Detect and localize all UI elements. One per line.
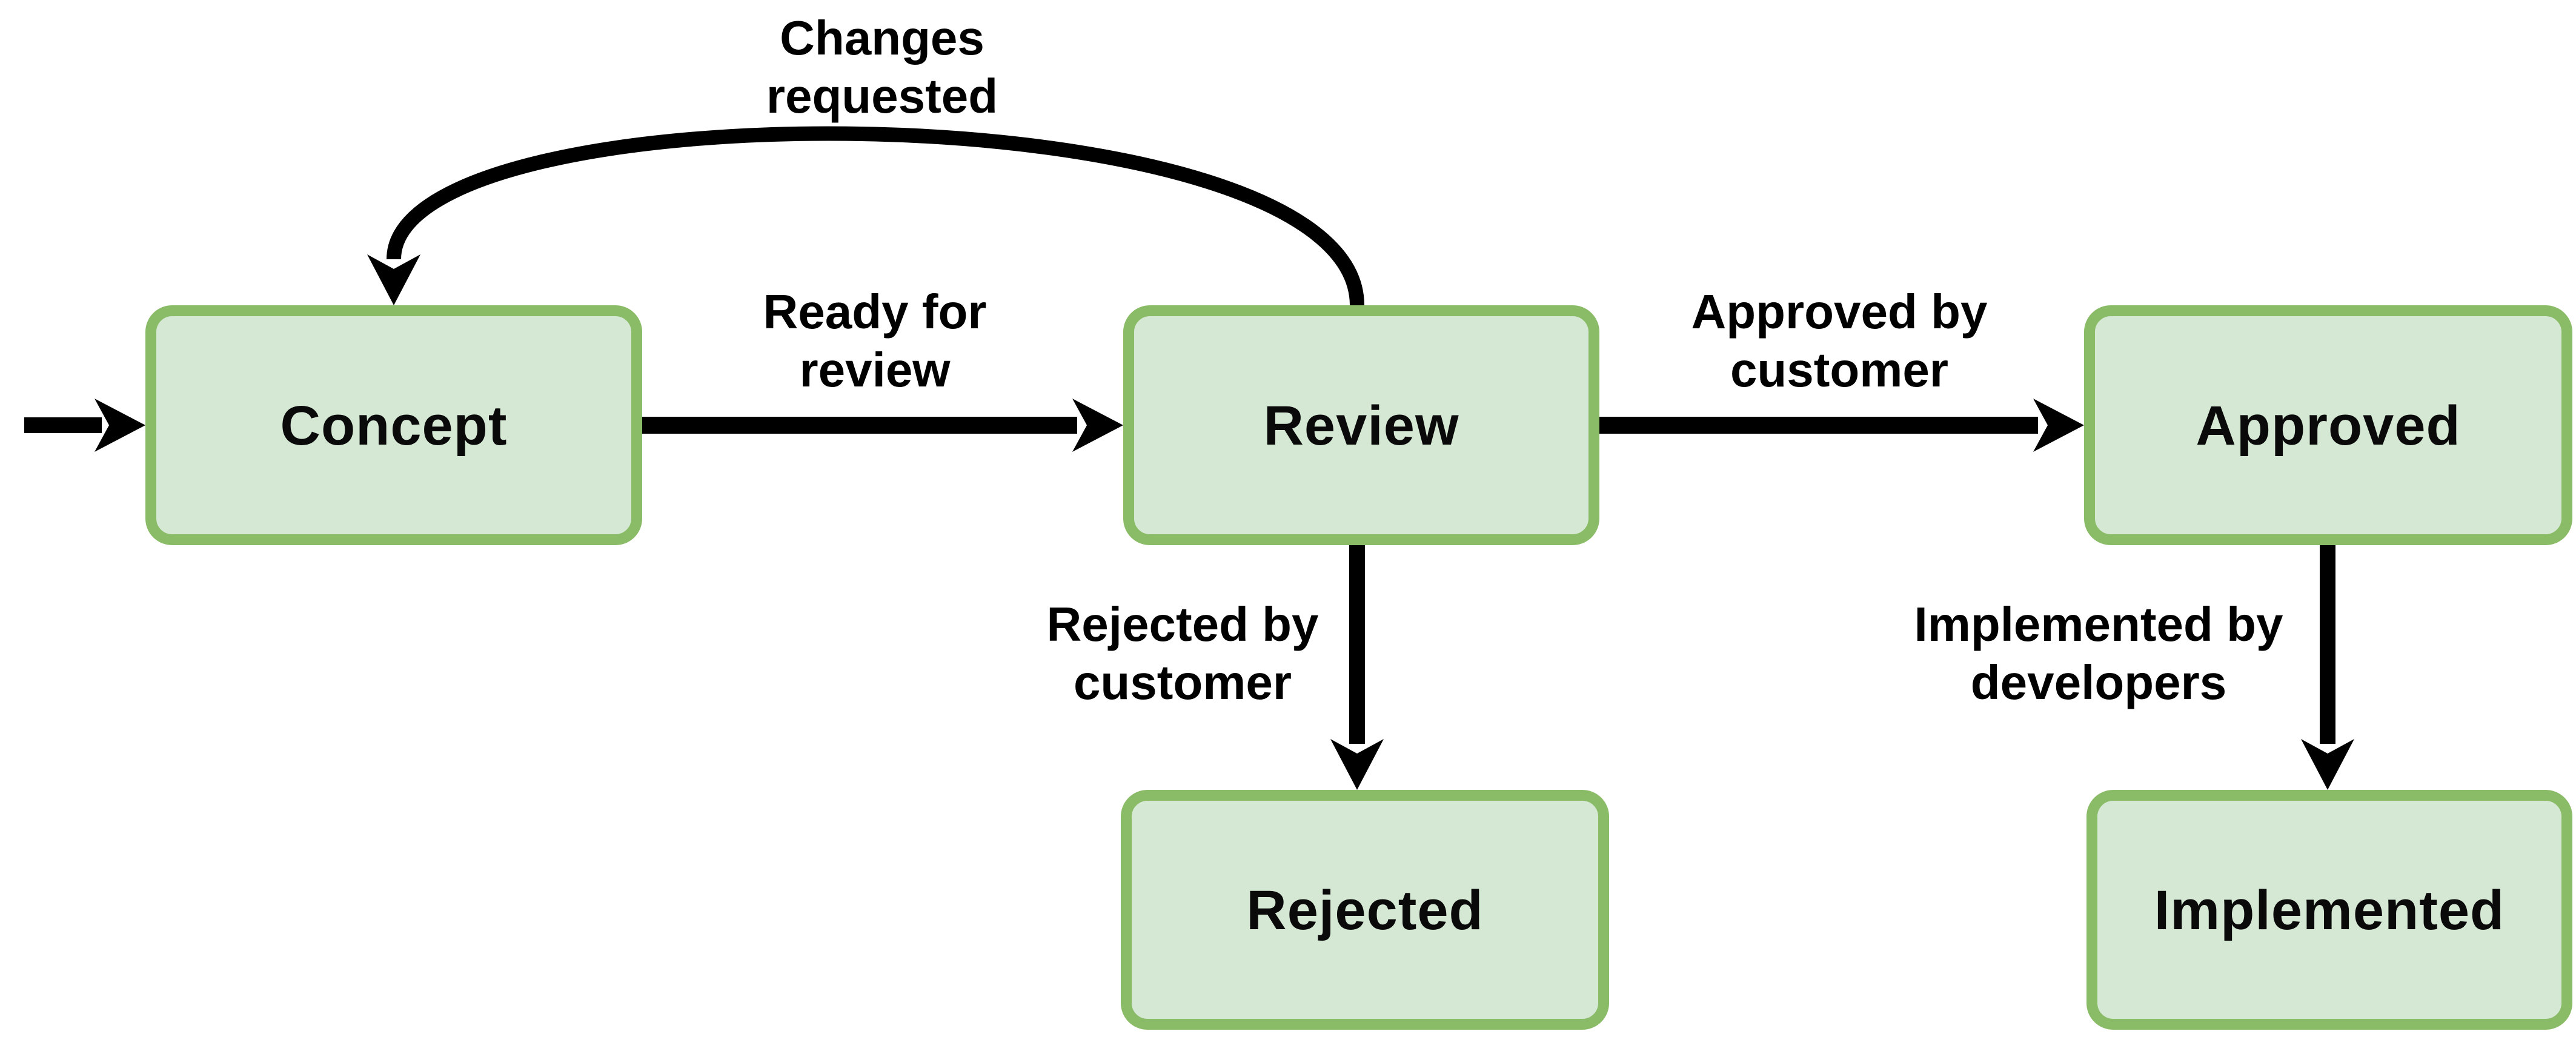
edge-label-rejected-by-customer: Rejected by customer: [1046, 598, 1319, 710]
arrowhead-icon: [2033, 399, 2084, 452]
arrowhead-icon: [2301, 739, 2354, 790]
node-concept: Concept: [145, 305, 642, 545]
edge-start-to-concept: [24, 399, 145, 452]
arrowhead-icon: [1330, 739, 1384, 790]
node-approved-label: Approved: [2196, 394, 2461, 457]
node-review: Review: [1123, 305, 1599, 545]
edge-review-to-concept: [367, 126, 1364, 306]
arrowhead-icon: [95, 399, 145, 452]
node-rejected-label: Rejected: [1246, 878, 1484, 941]
edge-label-implemented-by-developers: Implemented by developers: [1914, 598, 2283, 710]
node-implemented: Implemented: [2086, 790, 2572, 1030]
node-review-label: Review: [1263, 394, 1459, 457]
node-approved: Approved: [2084, 305, 2572, 545]
edge-label-changes-requested: Changes requested: [766, 12, 998, 124]
edge-review-to-rejected: [1330, 545, 1384, 790]
node-concept-label: Concept: [280, 394, 508, 457]
edge-concept-to-review: [642, 399, 1123, 452]
node-rejected: Rejected: [1121, 790, 1609, 1030]
edge-review-to-approved: [1599, 399, 2084, 452]
edge-approved-to-implemented: [2301, 545, 2354, 790]
node-implemented-label: Implemented: [2154, 878, 2505, 941]
edge-label-ready-for-review: Ready for review: [763, 286, 987, 397]
arrowhead-icon: [1072, 399, 1123, 452]
edge-label-approved-by-customer: Approved by customer: [1691, 286, 1988, 397]
arrowhead-icon: [367, 254, 420, 305]
